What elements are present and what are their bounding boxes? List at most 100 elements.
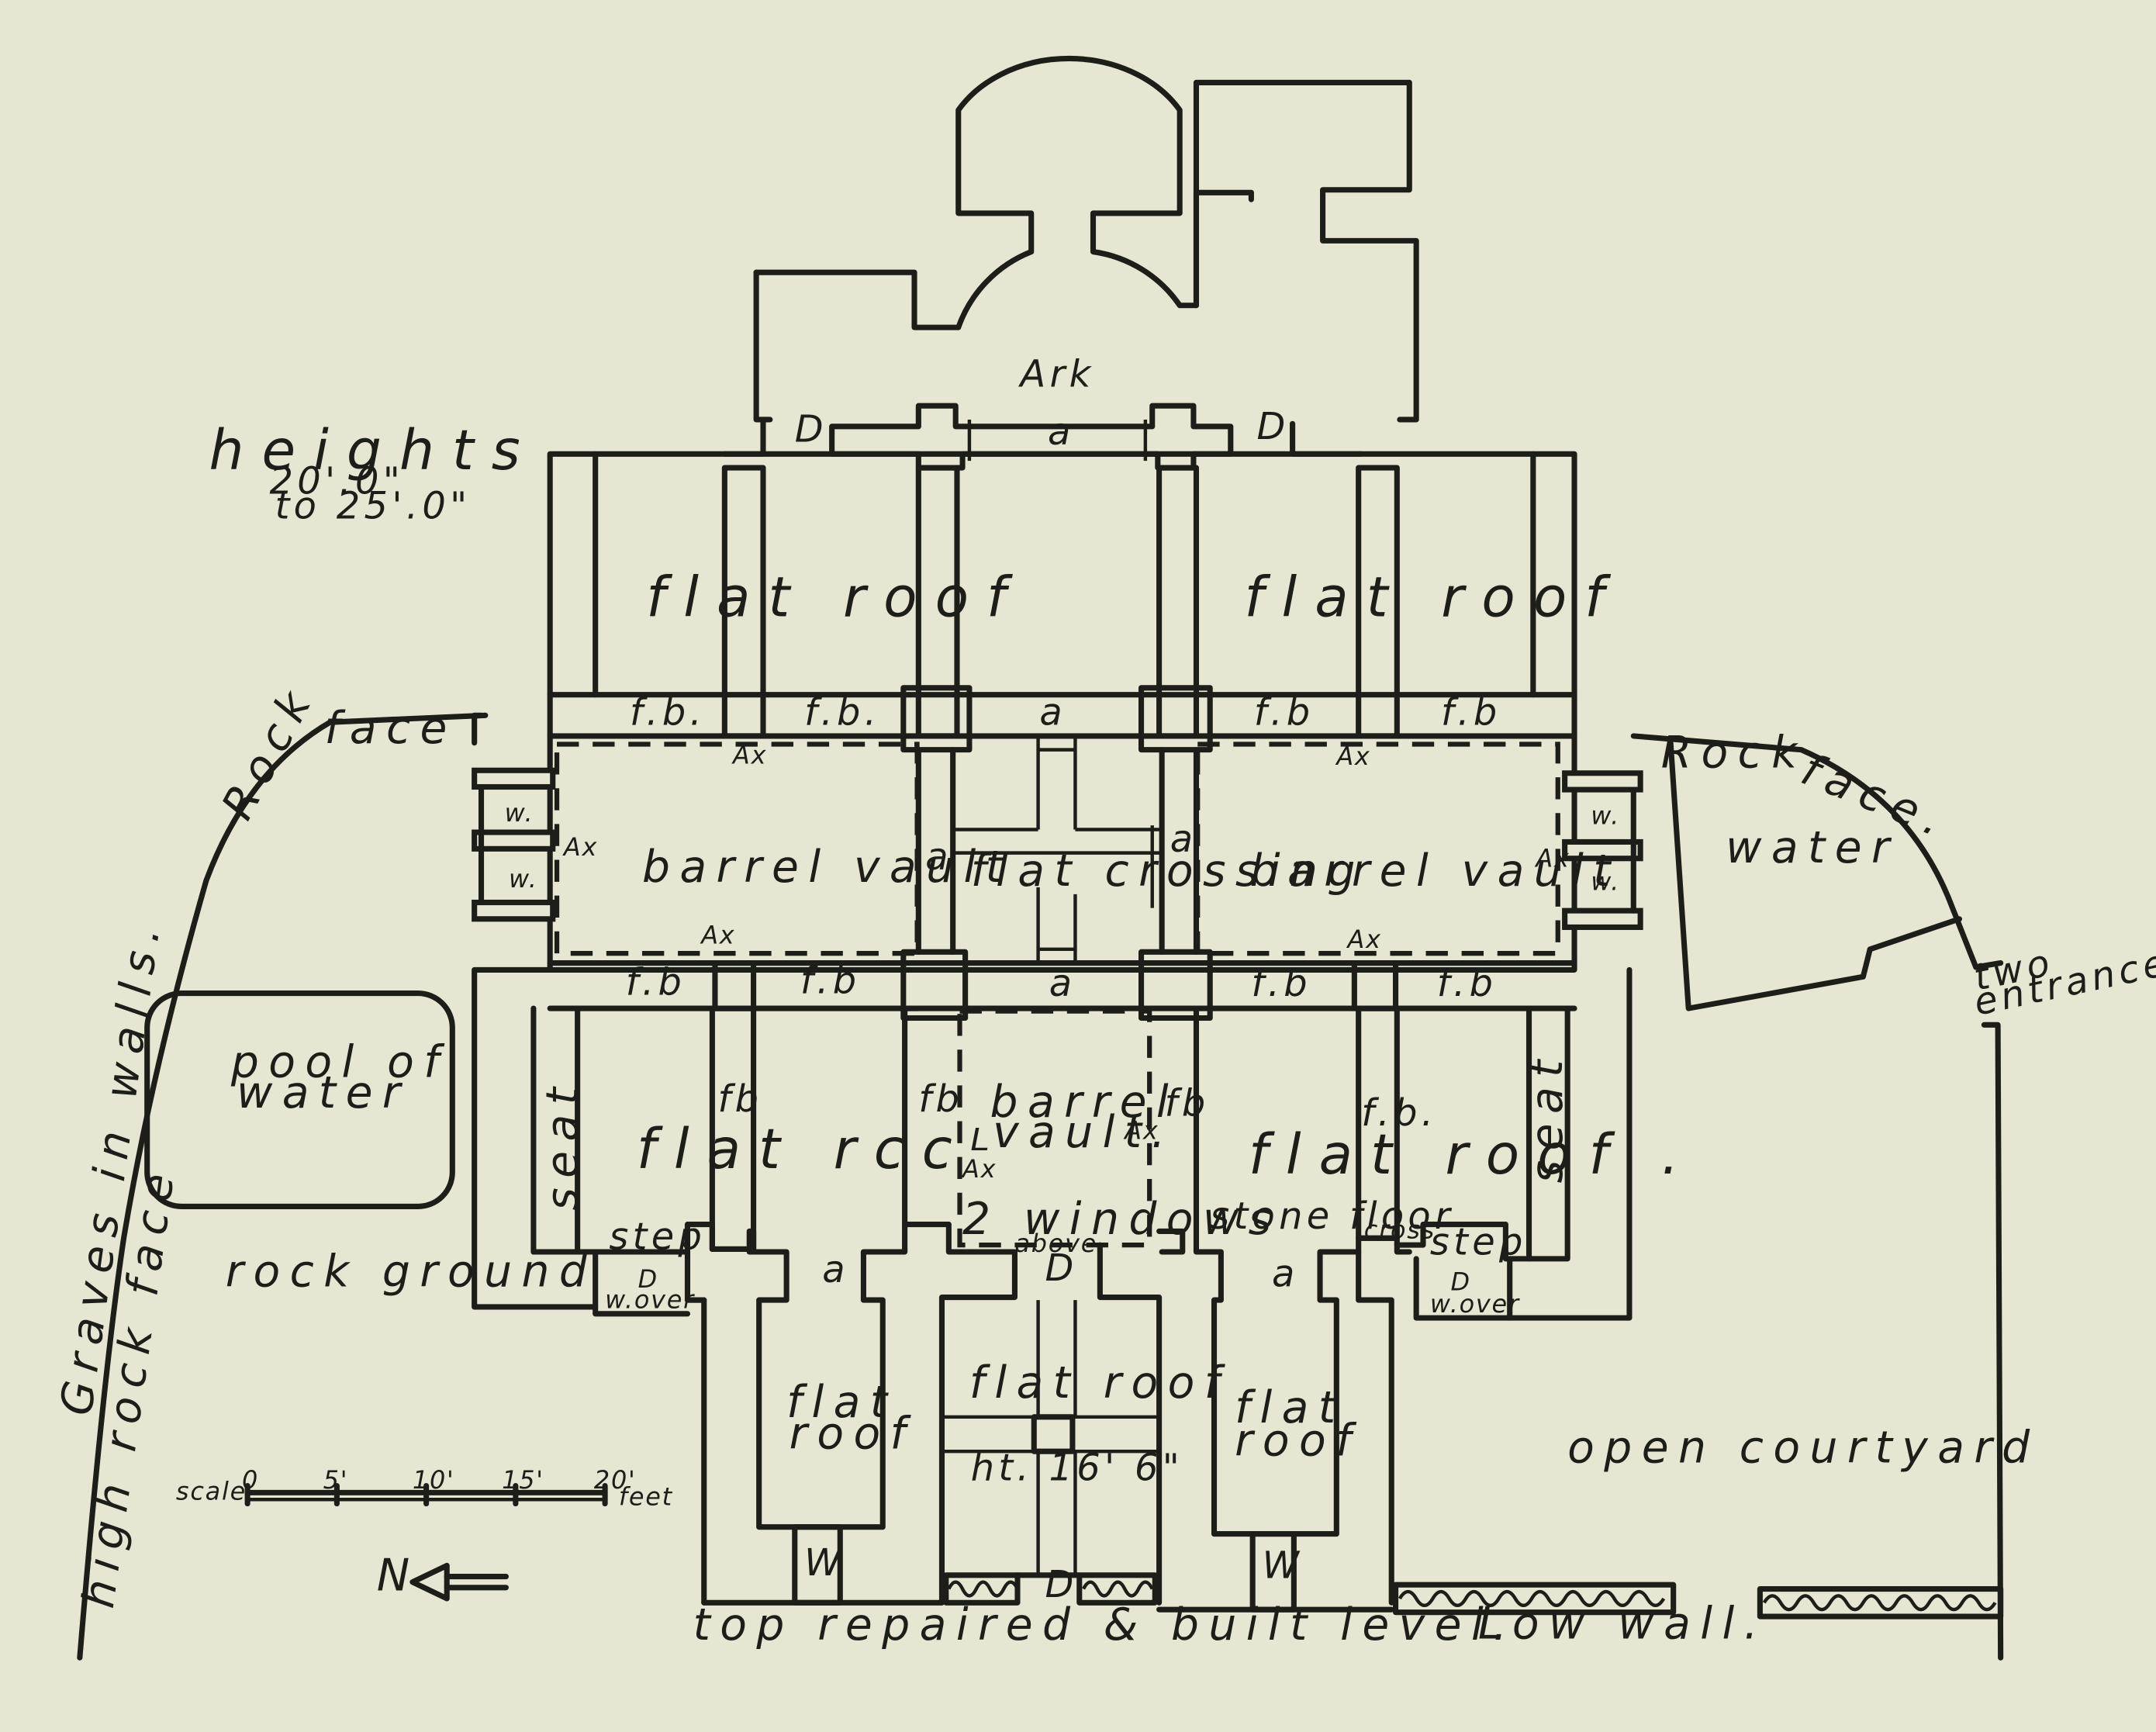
label-flat-roof-se: flat roof .	[1249, 1122, 1697, 1187]
label-fb: fb	[717, 1078, 762, 1121]
side-windows	[472, 767, 1643, 930]
courtyard-east-wall	[1981, 1022, 2004, 1661]
label-arch: a	[1170, 818, 1197, 861]
label-fb: fb	[1165, 1082, 1210, 1125]
label-height-entrance: ht. 16' 6"	[971, 1447, 1183, 1489]
barrel-vault-outline-right	[1195, 742, 1560, 956]
label-step: step	[1430, 1222, 1527, 1264]
label-flat-roof-porch-left: roof	[789, 1409, 915, 1460]
label-two-windows-above: above	[1014, 1229, 1097, 1258]
label-arch: a	[1049, 963, 1076, 1005]
label-step: step	[609, 1215, 706, 1258]
label-flat-roof-porch-left: flat	[786, 1377, 897, 1428]
scale-tick: 20'	[594, 1465, 637, 1495]
north-label: N	[377, 1550, 420, 1601]
label-flat-rcc: flat rccᴸ	[637, 1117, 1007, 1181]
label-heights: heights	[209, 418, 537, 482]
label-ax: Ax	[961, 1154, 997, 1184]
label-ax: Ax	[1335, 742, 1370, 771]
label-w-over: w.over	[1430, 1289, 1520, 1319]
label-ax: Ax	[1346, 925, 1382, 954]
label-fb: f.b	[1441, 692, 1501, 735]
label-two-windows: 2 windows	[962, 1194, 1281, 1245]
label-flat-roof-ne: flat roof	[1245, 565, 1622, 630]
label-door: D	[795, 408, 828, 451]
label-rock: Rock	[212, 675, 325, 828]
label-flat-roof-porch-right: roof	[1235, 1415, 1360, 1466]
label-heights-min: 20'.0"	[270, 461, 405, 503]
label-cross: cross	[1364, 1215, 1436, 1244]
label-fb: f.b.	[1361, 1092, 1437, 1135]
scale-tick: 15'	[502, 1465, 544, 1495]
ark-wall	[753, 55, 1419, 423]
label-fb: f.b	[1437, 963, 1498, 1005]
scale-tick: 10'	[413, 1465, 455, 1495]
label-fb: fb	[918, 1078, 963, 1121]
scale-label: scale	[176, 1476, 247, 1506]
label-two-entrances: entrances	[1971, 936, 2156, 1024]
label-window: W	[1263, 1544, 1304, 1587]
label-fb: f.b	[626, 961, 686, 1004]
label-ark: Ark	[1018, 353, 1095, 396]
label-ax: Ax	[1123, 1116, 1159, 1146]
label-flat-crossing: flat crossing	[971, 845, 1365, 897]
label-fb: f.b.	[630, 692, 706, 735]
label-window: w.	[1591, 867, 1620, 897]
label-door: D	[1045, 1564, 1077, 1606]
ark-left-wall	[753, 269, 773, 423]
ark-front-screen	[829, 403, 1234, 471]
ark-apse-walls	[721, 55, 1419, 471]
label-arch: a	[925, 836, 952, 879]
label-heights-max: to 25'.0"	[275, 486, 472, 528]
label-low-wall: Low wall.	[1478, 1598, 1767, 1649]
label-ax: Ax	[562, 832, 598, 862]
label-window: w.	[505, 798, 534, 828]
barrel-vault-outline-center	[957, 1008, 1152, 1248]
scale-bar: scale 0 5' 10' 15' 20' feet	[176, 1465, 673, 1511]
label-arch: a	[1039, 692, 1066, 735]
label-flat-roof-porch-right: flat	[1235, 1382, 1345, 1433]
outer-wall	[547, 451, 1577, 973]
scale-tick: 0	[242, 1465, 259, 1495]
label-ax: Ax	[731, 740, 767, 769]
right-rock-face	[1630, 733, 2004, 970]
label-arch: a	[822, 1249, 849, 1291]
label-water: water	[1726, 822, 1899, 873]
north-arrow: N	[377, 1550, 509, 1602]
label-door: D	[1450, 1267, 1470, 1297]
label-barrel-vault-west: barrel vault	[642, 842, 1012, 893]
label-stone-floor: stone floor	[1210, 1195, 1454, 1238]
label-barrel-vault-center: barrel	[990, 1077, 1179, 1128]
label-pool: water	[237, 1067, 410, 1118]
ark-side-door-right	[1290, 420, 1364, 457]
surroundings	[77, 712, 2004, 1661]
ark-side-door-left	[721, 417, 766, 457]
label-window: W	[804, 1542, 845, 1585]
label-window: w.	[509, 864, 538, 894]
label-barrel-vault-east: barrel vault	[1250, 845, 1620, 897]
flat-crossing-inner	[952, 735, 1163, 963]
label-pool: pool of	[230, 1037, 449, 1088]
label-rock: Rock	[1661, 728, 1807, 779]
label-w-over: w.over	[605, 1285, 695, 1315]
label-arch: a	[1048, 411, 1075, 454]
label-fb: f.b	[1251, 963, 1311, 1005]
label-door: D	[1256, 406, 1289, 448]
water-enclosure	[1667, 740, 1963, 1011]
label-ax: Ax	[700, 921, 735, 950]
scale-unit: feet	[619, 1481, 673, 1511]
label-seat-west: seat	[537, 1078, 589, 1211]
barrel-vault-outline-left	[554, 742, 920, 956]
labels: Ark D D a flat roof flat roof f.b. f.b. …	[51, 353, 2156, 1651]
label-door: D	[638, 1264, 658, 1294]
lower-wing-walls	[472, 712, 1633, 1613]
pool-of-water	[144, 990, 455, 1210]
label-window: w.	[1591, 800, 1620, 830]
label-fb: f.b	[1254, 692, 1315, 735]
label-flat-roof-entrance: flat roof	[969, 1357, 1229, 1409]
label-ax: Ax	[1534, 843, 1570, 873]
ark-rear-room	[1193, 189, 1254, 309]
north-arrow-icon	[409, 1562, 450, 1602]
label-door: D	[1045, 1247, 1077, 1290]
